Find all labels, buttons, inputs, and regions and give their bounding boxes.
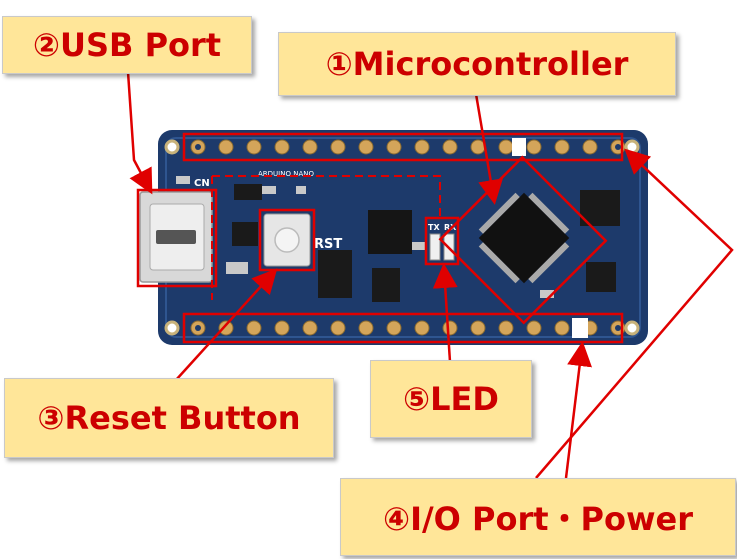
top-pin-header bbox=[190, 138, 626, 156]
tx-silkscreen: TX bbox=[428, 223, 440, 232]
rst-silkscreen: RST bbox=[314, 237, 342, 252]
microcontroller-chip bbox=[478, 192, 570, 284]
usb-callout bbox=[126, 71, 153, 195]
cn-silkscreen: CN bbox=[194, 178, 210, 189]
mounting-holes bbox=[164, 139, 640, 336]
reset-highlight bbox=[258, 208, 316, 272]
reset-button bbox=[263, 213, 311, 267]
led-callout bbox=[432, 263, 458, 363]
usb-connector bbox=[139, 191, 213, 283]
led-label: ⑤LED bbox=[370, 360, 532, 438]
reset-callout bbox=[175, 268, 278, 381]
bottom-header-highlight bbox=[182, 312, 624, 344]
board-area-highlight bbox=[212, 175, 441, 218]
microcontroller-label: ①Microcontroller bbox=[278, 32, 676, 96]
usb-highlight bbox=[136, 188, 218, 288]
board-name-silkscreen: ARDUINO NANO bbox=[258, 170, 314, 178]
usb-serial-chip bbox=[368, 210, 412, 254]
io-callout-top bbox=[535, 148, 734, 479]
io-callout-bottom bbox=[564, 341, 593, 479]
io-port-power-label: ④I/O Port・Power bbox=[340, 478, 736, 556]
mcu-callout bbox=[474, 93, 503, 205]
usb-port-label: ②USB Port bbox=[2, 16, 252, 74]
top-header-highlight bbox=[182, 132, 624, 162]
reset-button-label: ③Reset Button bbox=[4, 378, 334, 458]
